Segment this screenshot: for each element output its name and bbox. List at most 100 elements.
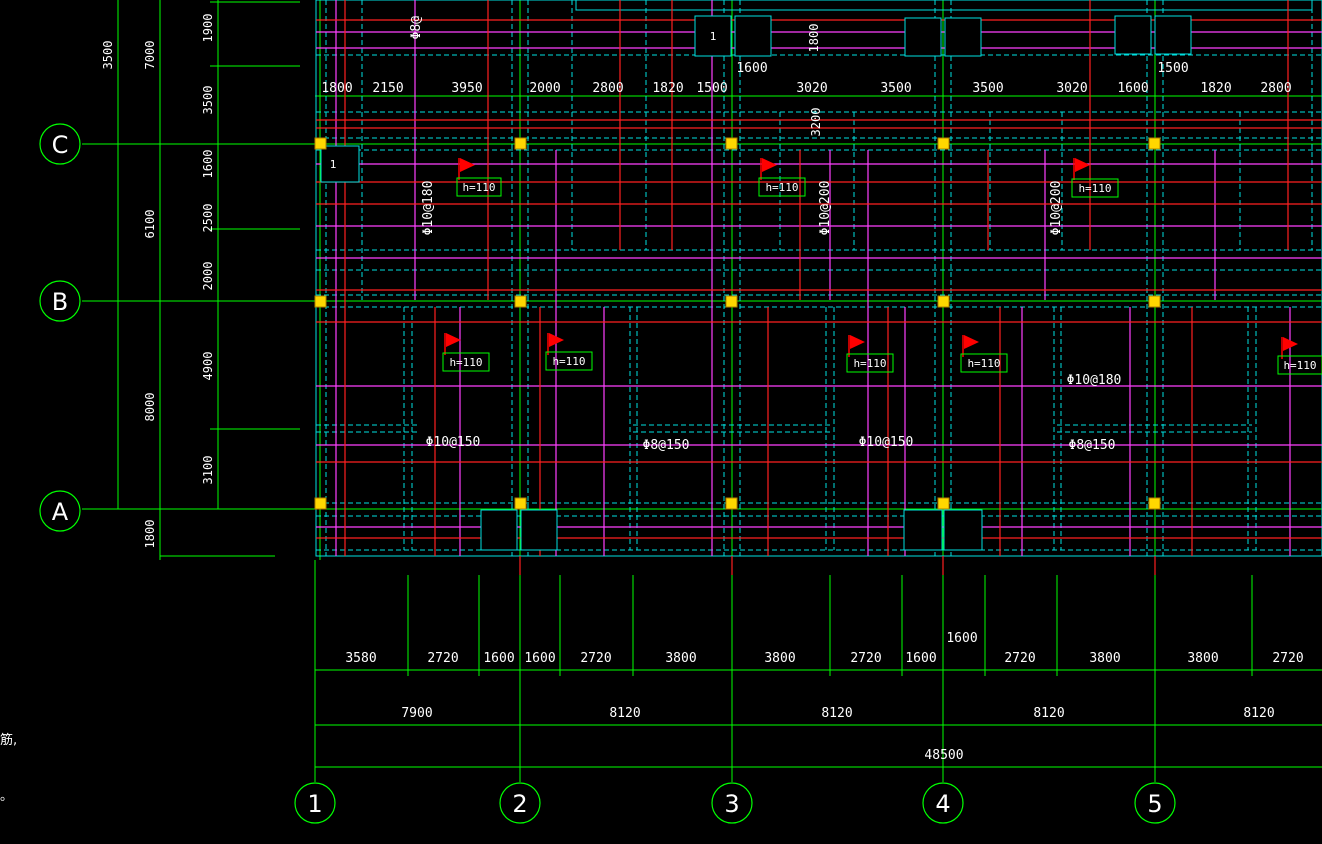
top-dimensions: 1800 2150 3950 2000 2800 1820 1500 3020 … [321, 24, 1291, 137]
rebar-note: Φ8@150 [643, 438, 690, 453]
dim-top: 1820 [652, 81, 683, 96]
dim-span: 8120 [609, 706, 640, 721]
col-axis-bubbles [294, 782, 1176, 824]
dim-bottom: 3800 [764, 651, 795, 666]
flag-icon [762, 158, 777, 172]
rebar-notes: Φ8@ Φ10@180 Φ10@200 Φ10@200 Φ10@150 Φ8@1… [409, 16, 1121, 453]
bottom-dimensions-row2: 7900 8120 8120 8120 8120 48500 [401, 706, 1274, 763]
axis-bubble-3 [711, 782, 753, 824]
slab-flag: h=110 [846, 335, 894, 373]
dim-top-extra: 1800 [807, 24, 821, 53]
dim-bottom: 1600 [524, 651, 555, 666]
rebar-note: Φ10@180 [421, 181, 436, 236]
dim-top: 1820 [1200, 81, 1231, 96]
dim-top: 2800 [1260, 81, 1291, 96]
dim-total: 48500 [924, 748, 963, 763]
slab-flag: h=110 [1277, 337, 1322, 375]
tag-box-labels: 1 1 [330, 30, 717, 171]
slab-thickness-label: h=110 [765, 181, 798, 194]
dim-top: 3500 [972, 81, 1003, 96]
tag-label: 1 [710, 30, 717, 43]
dim-left-inner: 2000 [201, 262, 215, 291]
dim-bottom: 1600 [483, 651, 514, 666]
axis-label-4: 4 [935, 790, 950, 818]
axis-label-b: B [52, 288, 68, 316]
dim-span: 7900 [401, 706, 432, 721]
flag-icon [1283, 337, 1298, 351]
axis-label-a: A [52, 498, 69, 526]
left-dimensions-outer: 3500 7000 6100 8000 1800 [101, 41, 157, 549]
dim-left-outer: 1800 [143, 520, 157, 549]
slab-thickness-label: h=110 [449, 356, 482, 369]
axis-bubble-b [39, 280, 81, 322]
left-dimensions-inner: 1900 3500 1600 2500 2000 4900 3100 [201, 14, 215, 485]
dim-top: 2150 [372, 81, 403, 96]
dim-top: 3500 [880, 81, 911, 96]
bottom-dimensions-row1: 3580 2720 1600 1600 2720 3800 3800 2720 … [345, 631, 1303, 666]
slab-flag: h=110 [758, 158, 806, 197]
dim-left-inner: 3500 [201, 86, 215, 115]
dim-bottom-extra: 1600 [946, 631, 977, 646]
dim-bottom: 2720 [1272, 651, 1303, 666]
dim-top-extra: 1500 [1157, 61, 1188, 76]
flag-icon [964, 335, 979, 349]
row-axis-labels: C B A [52, 131, 69, 526]
tag-boxes [320, 15, 1192, 551]
slab-thickness-label: h=110 [552, 355, 585, 368]
slab-thickness-label: h=110 [853, 357, 886, 370]
dim-top: 1500 [696, 81, 727, 96]
dim-top: 3950 [451, 81, 482, 96]
dim-top-extra: 3200 [809, 108, 823, 137]
axis-bubble-a [39, 490, 81, 532]
dim-left-outer: 7000 [143, 41, 157, 70]
rebar-note: Φ10@200 [818, 181, 833, 236]
slab-thickness-label: h=110 [967, 357, 1000, 370]
slab-flag: h=110 [960, 335, 1008, 373]
dim-span: 8120 [821, 706, 852, 721]
rebar-note: Φ8@ [409, 16, 424, 40]
slab-flag: h=110 [456, 158, 502, 197]
dim-left-outer: 8000 [143, 393, 157, 422]
axis-bubble-2 [499, 782, 541, 824]
flag-icon [850, 335, 865, 349]
dim-bottom: 2720 [1004, 651, 1035, 666]
dim-top: 3020 [1056, 81, 1087, 96]
beam-outlines [315, 0, 1322, 557]
axis-label-5: 5 [1147, 790, 1162, 818]
dim-span: 8120 [1243, 706, 1274, 721]
rebar-note: Φ8@150 [1069, 438, 1116, 453]
axis-label-1: 1 [307, 790, 322, 818]
rebar-note: Φ10@150 [426, 435, 481, 450]
axis-bubble-1 [294, 782, 336, 824]
side-note: 。 [0, 789, 13, 804]
col-axis-labels: 1 2 3 4 5 [307, 790, 1162, 818]
rebar-note: Φ10@200 [1049, 181, 1064, 236]
side-notes: 筋, 。 [0, 732, 17, 804]
row-axis-bubbles [39, 123, 81, 532]
dim-left-outer: 3500 [101, 41, 115, 70]
flag-icon [446, 333, 461, 347]
tag-label: 1 [330, 158, 337, 171]
dim-bottom: 3800 [1187, 651, 1218, 666]
rebar-note: Φ10@180 [1067, 373, 1122, 388]
side-note: 筋, [0, 732, 17, 748]
dim-left-inner: 3100 [201, 456, 215, 485]
dim-top-extra: 1600 [736, 61, 767, 76]
slab-flags: h=110 h=110 h=110 h=110 h=110 [442, 158, 1322, 375]
axis-bubble-c [39, 123, 81, 165]
dim-top: 3020 [796, 81, 827, 96]
slab-thickness-label: h=110 [462, 181, 495, 194]
dim-left-inner: 1600 [201, 150, 215, 179]
grid-lines [82, 0, 1322, 782]
axis-bubble-4 [922, 782, 964, 824]
dim-bottom: 2720 [580, 651, 611, 666]
axis-label-c: C [52, 131, 69, 159]
flag-icon [1075, 158, 1090, 172]
rebar-note: Φ10@150 [859, 435, 914, 450]
rebar-red [316, 0, 1322, 575]
slab-flag: h=110 [1071, 158, 1119, 198]
dim-top: 1600 [1117, 81, 1148, 96]
dim-left-inner: 4900 [201, 352, 215, 381]
dim-bottom: 1600 [905, 651, 936, 666]
